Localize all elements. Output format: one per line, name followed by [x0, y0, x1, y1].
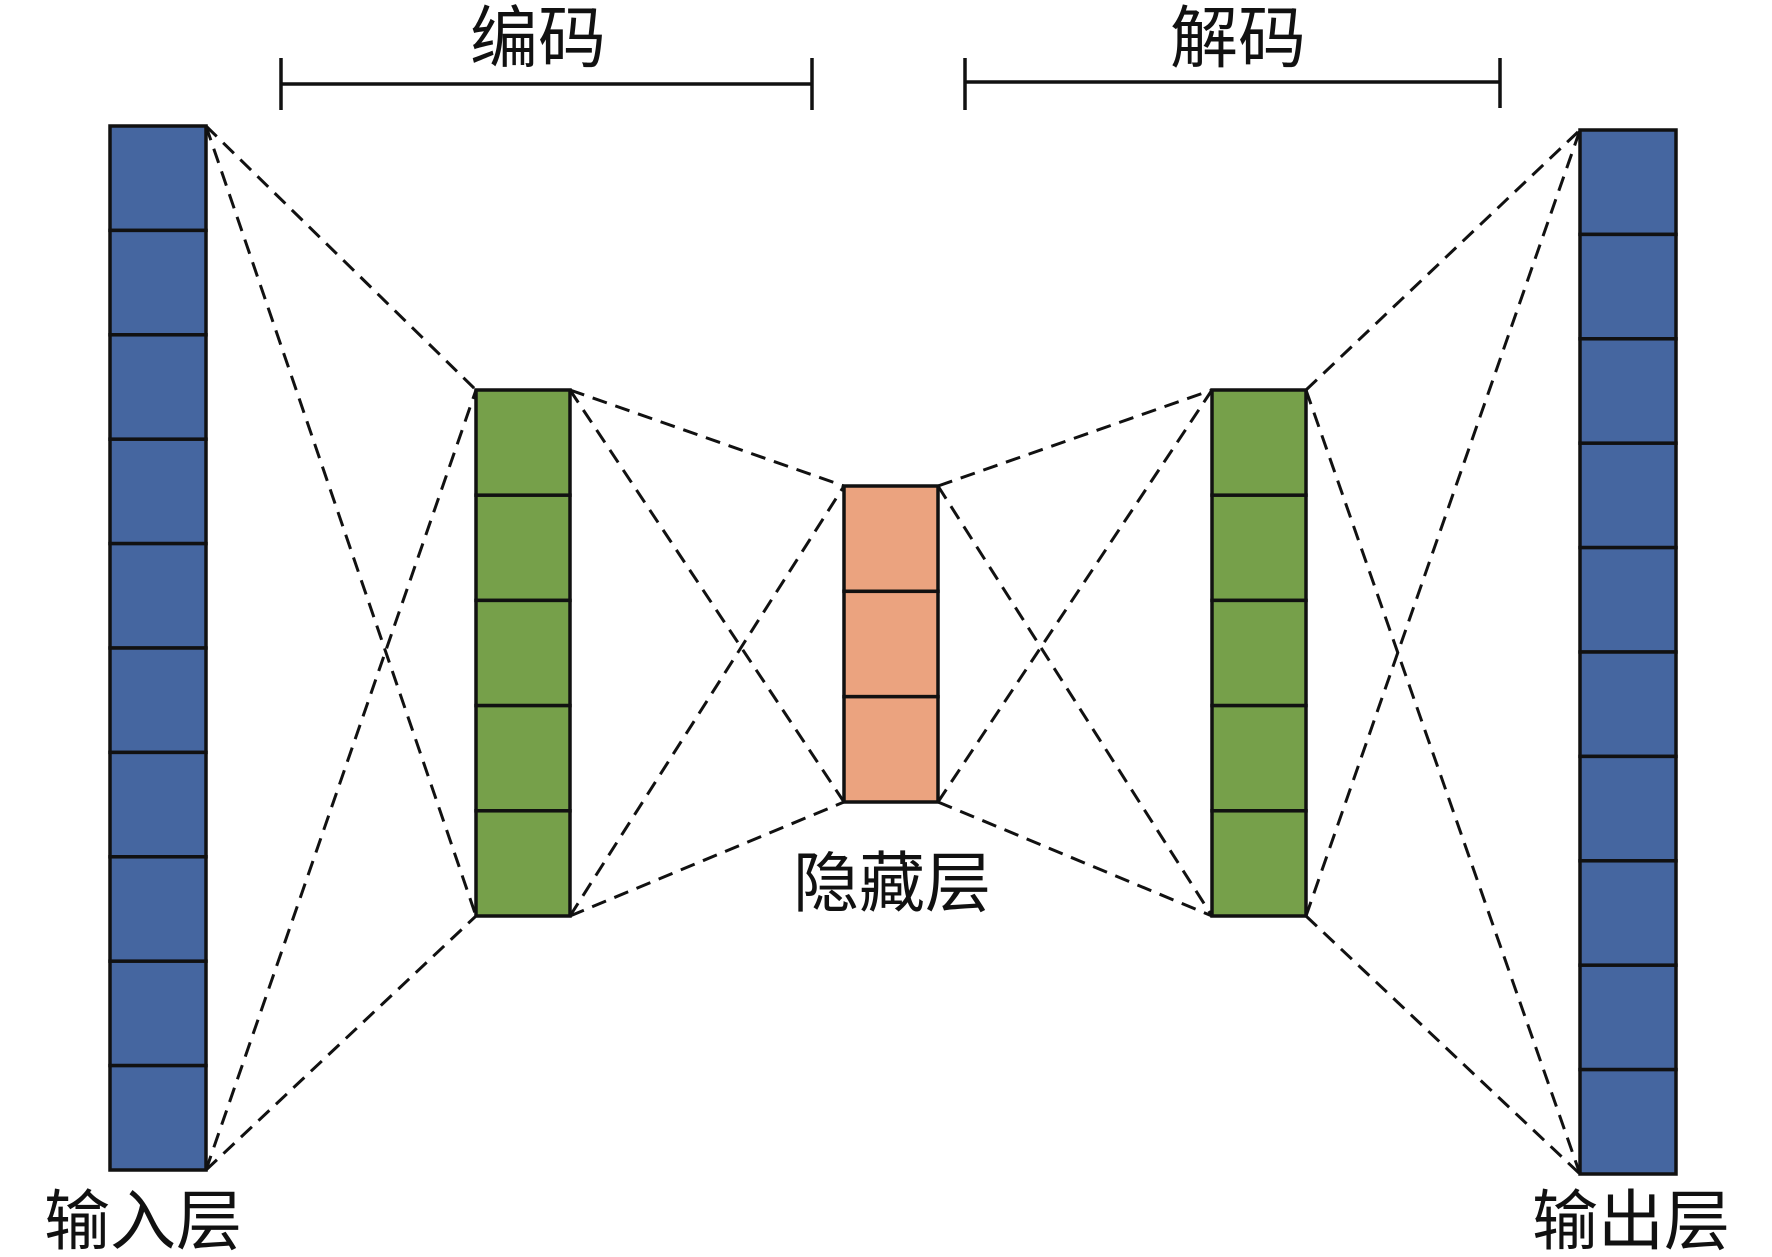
connection-line: [204, 125, 478, 917]
output-layer-cell: [1578, 545, 1678, 654]
connection-line: [937, 800, 1213, 918]
hidden-layer-label: 隐藏层: [793, 845, 991, 922]
decoder-layer-cell: [1210, 388, 1308, 497]
decoder-layer-cell: [1210, 703, 1308, 813]
decode-bracket: [963, 58, 1502, 110]
input-layer-cell: [108, 124, 208, 233]
input-layer-cell: [108, 333, 208, 441]
encode-bracket: [279, 58, 814, 110]
input-layer-column: [108, 124, 208, 1172]
connection-line: [937, 388, 1213, 488]
encoder-layer-column: [474, 388, 572, 918]
hidden-layer-cell: [842, 694, 940, 804]
input-layer-cell: [108, 437, 208, 546]
input-layer-cell: [108, 855, 208, 963]
output-layer-cell: [1578, 232, 1678, 341]
output-layer-cell: [1578, 963, 1678, 1072]
input-layer-cell: [108, 646, 208, 755]
connection-line: [204, 914, 478, 1172]
encoder-layer-cell: [474, 493, 572, 603]
input-layer-cell: [108, 228, 208, 337]
input-layer-cell: [108, 1063, 208, 1172]
connection-line: [936, 485, 1214, 917]
output-layer-cell: [1578, 859, 1678, 967]
input-layer-cell: [108, 959, 208, 1068]
output-layer-cell: [1578, 128, 1678, 237]
output-layer-cell: [1578, 754, 1678, 863]
input-layer-cell: [108, 541, 208, 650]
connection-lines: [204, 124, 1582, 1176]
connection-line: [204, 389, 478, 1171]
connection-line: [568, 485, 846, 917]
hidden-layer-column: [842, 484, 940, 804]
input-layer-cell: [108, 750, 208, 859]
encoder-layer-cell: [474, 703, 572, 813]
decoder-layer-cell: [1210, 809, 1308, 918]
output-layer-cell: [1578, 337, 1678, 445]
connection-line: [568, 389, 846, 803]
connection-line: [936, 389, 1214, 803]
decoder-layer-cell: [1210, 598, 1308, 708]
encoder-layer-cell: [474, 388, 572, 497]
connection-line: [1304, 914, 1582, 1176]
encoder-layer-cell: [474, 598, 572, 708]
output-layer-cell: [1578, 650, 1678, 759]
output-layer-label: 输出层: [1532, 1183, 1730, 1252]
output-layer-cell: [1578, 1067, 1678, 1176]
connection-line: [569, 800, 845, 918]
hidden-layer-cell: [842, 484, 940, 594]
decoder-layer-column: [1210, 388, 1308, 918]
hidden-layer-cell: [842, 589, 940, 699]
connection-line: [569, 388, 845, 488]
connection-line: [204, 124, 478, 392]
connection-line: [1304, 128, 1582, 392]
decode-label: 解码: [1170, 0, 1306, 79]
output-layer-column: [1578, 128, 1678, 1176]
encoder-layer-cell: [474, 809, 572, 918]
output-layer-cell: [1578, 441, 1678, 550]
connection-line: [1304, 389, 1582, 1175]
decoder-layer-cell: [1210, 493, 1308, 603]
encode-label: 编码: [470, 0, 606, 79]
connection-line: [1304, 129, 1582, 917]
input-layer-label: 输入层: [44, 1183, 242, 1252]
